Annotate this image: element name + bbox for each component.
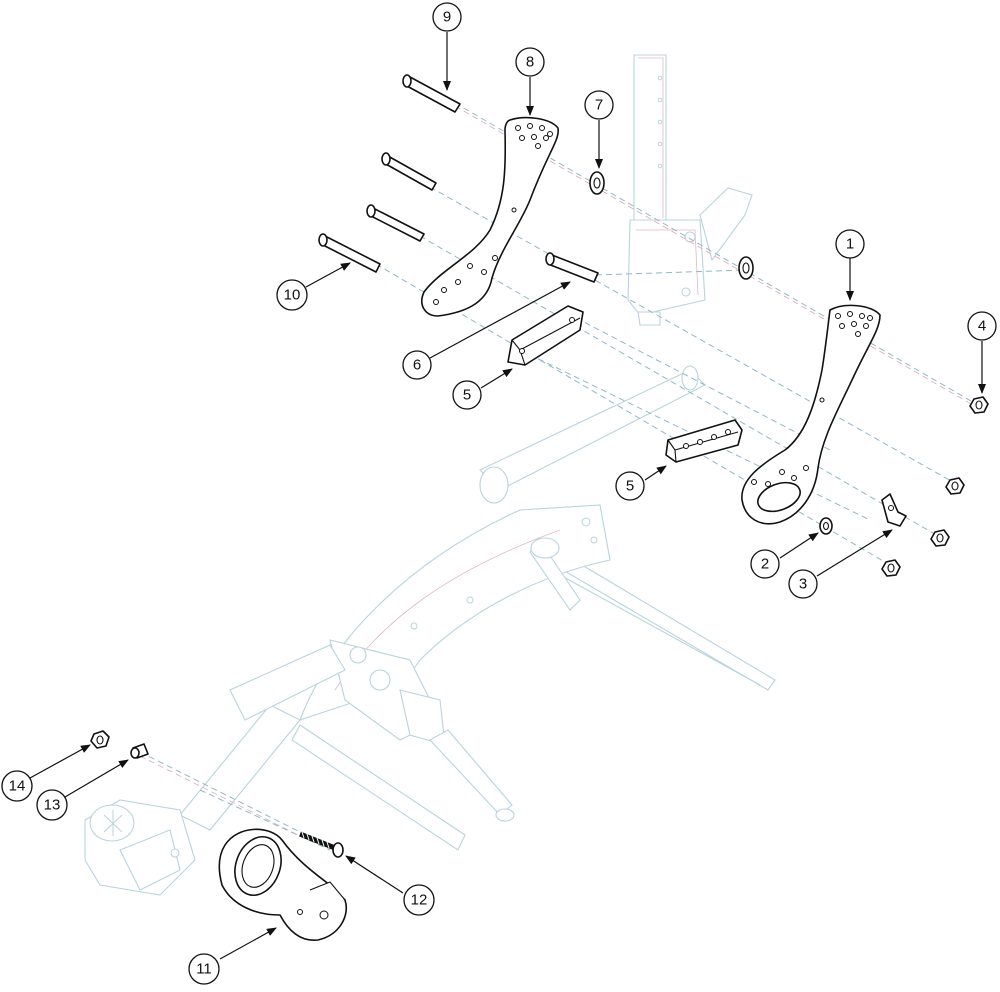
callout-7: 7 xyxy=(584,90,614,120)
pin-part-9 xyxy=(402,74,461,113)
callout-4-label: 4 xyxy=(978,318,986,335)
nut-part-14 xyxy=(90,730,110,749)
callout-6-label: 6 xyxy=(413,357,421,374)
screw-part-12 xyxy=(299,831,344,858)
callout-12-label: 12 xyxy=(411,892,428,909)
wheelchair-frame-ghost xyxy=(84,54,776,896)
leader-lines xyxy=(29,32,986,960)
pin-part-10 xyxy=(318,233,381,273)
callout-5-upper-label: 5 xyxy=(463,387,471,404)
callout-12: 12 xyxy=(403,884,435,916)
callout-4: 4 xyxy=(967,311,997,341)
callout-3-label: 3 xyxy=(799,576,807,593)
callout-8-label: 8 xyxy=(526,54,534,71)
callout-6: 6 xyxy=(402,350,432,380)
clip-part-3 xyxy=(881,493,907,527)
bracket-plate-part-8 xyxy=(421,116,559,317)
callout-2: 2 xyxy=(750,549,780,579)
callout-9: 9 xyxy=(432,2,462,32)
washer-part-7 xyxy=(589,171,605,195)
spacer-block-part-5-upper xyxy=(507,305,584,366)
callout-14-label: 14 xyxy=(9,778,26,795)
spacer-block-part-5-lower xyxy=(665,419,743,463)
callout-11-label: 11 xyxy=(196,961,212,978)
callout-8: 8 xyxy=(515,47,545,77)
callout-13-label: 13 xyxy=(44,797,61,814)
callout-9-label: 9 xyxy=(443,9,451,26)
nut-a xyxy=(945,477,965,495)
callout-5-upper: 5 xyxy=(452,380,482,410)
spacer-part-6 xyxy=(545,252,599,283)
pin-middle xyxy=(366,204,425,242)
callout-10-label: 10 xyxy=(284,287,301,304)
callout-7-label: 7 xyxy=(595,97,603,114)
washer-part-2 xyxy=(819,517,833,535)
bracket-part-1 xyxy=(741,304,881,525)
nut-part-4 xyxy=(969,396,989,414)
nut-c xyxy=(881,559,901,577)
callout-1: 1 xyxy=(835,229,865,259)
callout-5-lower: 5 xyxy=(615,471,645,501)
callout-5-lower-label: 5 xyxy=(626,478,634,495)
bracket-part-11 xyxy=(218,828,347,941)
callout-14: 14 xyxy=(1,770,33,802)
nut-b xyxy=(930,529,950,547)
washer-right xyxy=(738,256,754,280)
spacer-part-13 xyxy=(130,743,149,759)
callout-2-label: 2 xyxy=(761,556,769,573)
pin-upper xyxy=(381,152,437,191)
callout-1-label: 1 xyxy=(846,236,854,253)
callout-11: 11 xyxy=(188,953,220,985)
callout-3: 3 xyxy=(788,569,818,599)
callout-13: 13 xyxy=(36,789,68,821)
callout-10: 10 xyxy=(276,279,308,311)
